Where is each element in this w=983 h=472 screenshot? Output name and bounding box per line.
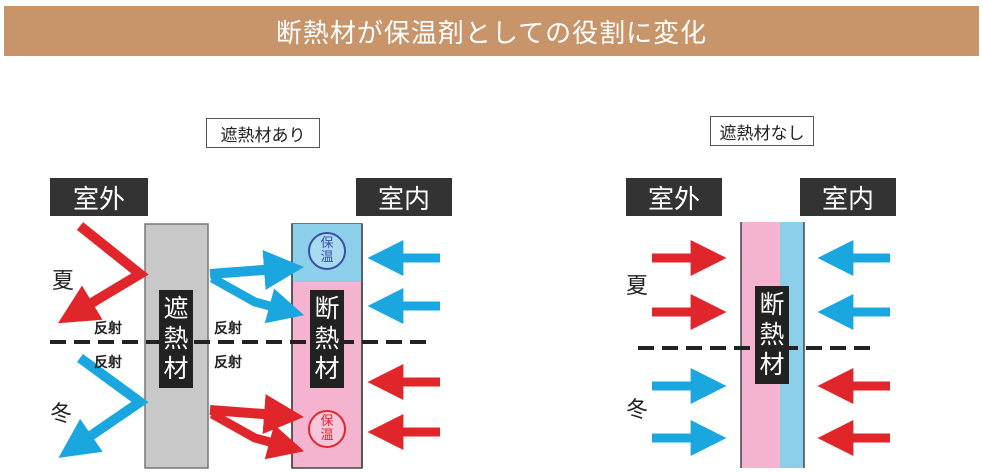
summer-inner-arrow — [209, 274, 305, 324]
summer-reflect-arrow — [57, 222, 149, 324]
insulation-label-left: 断 熱 材 — [310, 290, 344, 388]
winter-label-left: 冬 — [50, 402, 73, 427]
reflect-label-1: 反射 — [94, 321, 122, 337]
outside-label-left: 室外 — [50, 178, 148, 216]
inside-label-right: 室内 — [800, 178, 896, 216]
winter-reflect-arrow — [58, 353, 149, 458]
caption-without-reflector: 遮熱材なし — [710, 116, 814, 146]
reflect-label-3: 反射 — [214, 321, 242, 337]
summer-label-right: 夏 — [626, 274, 649, 299]
inside-label-left: 室内 — [356, 178, 452, 216]
outside-label-right: 室外 — [626, 178, 722, 216]
page-title: 断熱材が保温剤としての役割に変化 — [275, 18, 708, 49]
reflect-label-2: 反射 — [94, 355, 122, 371]
winter-inner-arrow — [209, 410, 305, 460]
winter-label-right: 冬 — [626, 398, 649, 423]
title-bar: 断熱材が保温剤としての役割に変化 — [4, 6, 979, 56]
insulation-label-right: 断 熱 材 — [755, 286, 789, 384]
summer-label-left: 夏 — [52, 269, 75, 294]
reflective-panel — [144, 223, 209, 469]
reflective-material-label: 遮 熱 材 — [159, 290, 193, 388]
summer-heat-arrow — [209, 250, 304, 290]
keep-warm-badge-red: 保 温 — [308, 410, 346, 448]
keep-warm-badge-blue: 保 温 — [308, 232, 346, 270]
reflect-label-4: 反射 — [214, 355, 242, 371]
caption-with-reflector: 遮熱材あり — [206, 118, 320, 148]
winter-heat-arrow — [209, 394, 304, 434]
